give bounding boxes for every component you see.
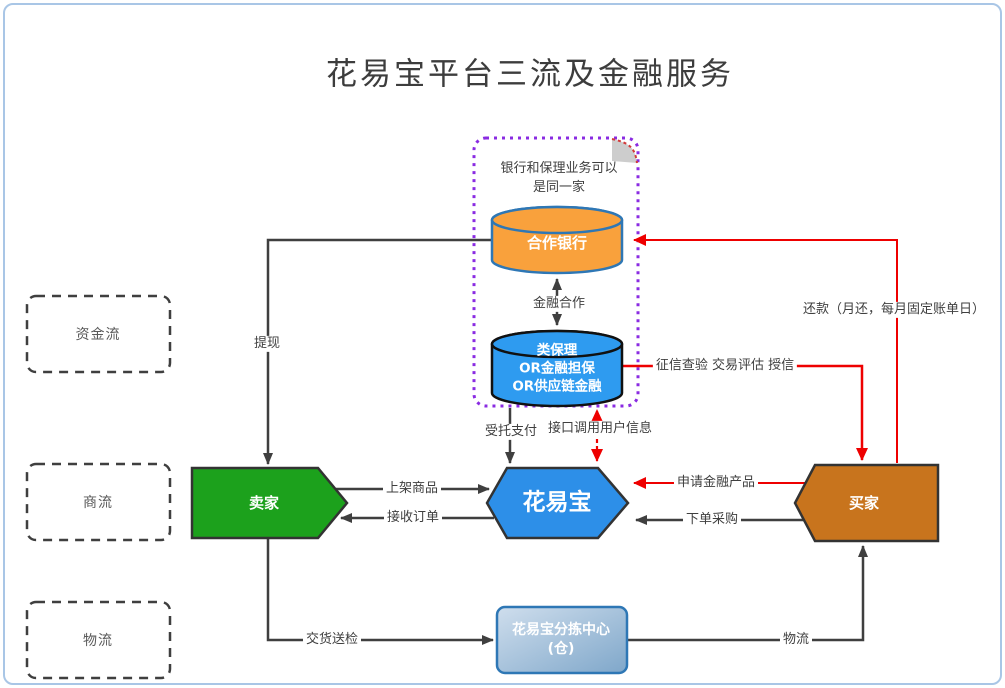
bank-cylinder xyxy=(490,205,624,275)
sorting-center-label: 花易宝分拣中心 (仓) xyxy=(512,621,610,659)
sorting-center-label-line2: (仓) xyxy=(547,641,575,657)
edge-credit-check xyxy=(623,364,868,461)
logistics-flow-label: 物流 xyxy=(83,633,113,649)
apply-financial-product-label: 申请金融产品 xyxy=(673,474,759,492)
bank-label: 合作银行 xyxy=(526,233,588,252)
finance-group-container xyxy=(472,136,640,408)
edge-repayment xyxy=(633,234,898,463)
capital-flow-label: 资金流 xyxy=(75,327,121,343)
factoring-label-line2: OR金融担保 xyxy=(519,360,595,377)
logistics-flow-box xyxy=(25,600,172,680)
note-fold-corner xyxy=(612,139,637,163)
deliver-inspect-label: 交货送检 xyxy=(302,631,362,649)
platform-label: 花易宝 xyxy=(522,489,592,516)
entrusted-payment-label: 受托支付 xyxy=(481,423,541,441)
edge-withdraw xyxy=(263,238,492,465)
platform-shape xyxy=(485,466,630,540)
sorting-center-shape xyxy=(495,605,629,675)
business-flow-box xyxy=(25,462,172,542)
note-text: 银行和保理业务可以 是同一家 xyxy=(500,160,617,198)
diagram-title: 花易宝平台三流及金融服务 xyxy=(326,56,734,93)
factoring-label-line1: 类保理 xyxy=(536,342,578,359)
buyer-shape xyxy=(793,463,940,543)
note-fold-edge xyxy=(611,138,638,164)
repayment-label: 还款（月还，每月固定账单日） xyxy=(799,301,989,319)
factoring-label-line3: OR供应链金融 xyxy=(512,379,602,396)
credit-check-label: 征信查验 交易评估 授信 xyxy=(652,357,798,375)
logistics-label: 物流 xyxy=(779,631,813,649)
factoring-label: 类保理 OR金融担保 OR供应链金融 xyxy=(512,342,601,397)
edge-deliver-inspect xyxy=(266,538,494,645)
sorting-center-label-line1: 花易宝分拣中心 xyxy=(512,622,610,639)
receive-orders-label: 接收订单 xyxy=(383,509,443,527)
seller-shape xyxy=(190,466,349,540)
buyer-label: 买家 xyxy=(848,493,880,512)
edge-logistics xyxy=(628,545,868,642)
withdraw-label: 提现 xyxy=(250,335,284,353)
financial-cooperation-label: 金融合作 xyxy=(529,295,589,313)
capital-flow-box xyxy=(25,294,172,374)
note-text-line1: 银行和保理业务可以 xyxy=(500,161,618,177)
list-goods-label: 上架商品 xyxy=(382,480,442,498)
factoring-cylinder xyxy=(490,329,624,408)
note-text-line2: 是同一家 xyxy=(532,180,586,195)
seller-label: 卖家 xyxy=(248,493,280,512)
api-user-info-label: 接口调用用户信息 xyxy=(544,420,656,438)
place-order-label: 下单采购 xyxy=(682,511,742,529)
business-flow-label: 商流 xyxy=(83,495,113,511)
